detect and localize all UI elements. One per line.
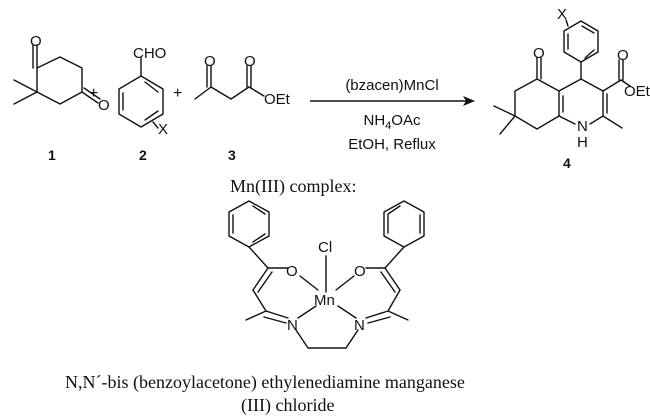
complex-name-line-2: (III) chloride: [241, 395, 334, 416]
compound-1-dimedone: O O: [13, 33, 110, 114]
complex-nitrogen-right: N: [354, 317, 365, 334]
plus-sign-2: +: [173, 85, 182, 102]
dimedone-oxygen-top: O: [30, 33, 42, 50]
acetoacetate-oet-label: OEt: [264, 91, 291, 108]
left-phenyl-ring: [228, 200, 270, 248]
reagent-label: NH4OAc: [364, 112, 421, 132]
acetoacetate-ketone-oxygen: O: [204, 53, 216, 70]
compound-4-product: O O OEt N H X: [493, 6, 650, 151]
catalyst-label: (bzacen)MnCl: [345, 77, 438, 94]
complex-heading: Mn(III) complex:: [230, 176, 356, 197]
acetoacetate-ester-carbonyl-oxygen: O: [244, 53, 256, 70]
product-ketone-oxygen: O: [533, 45, 545, 62]
dimedone-oxygen-right: O: [98, 97, 110, 114]
complex-oxygen-left: O: [286, 263, 298, 280]
complex-nitrogen-left: N: [287, 317, 298, 334]
benzaldehyde-x-label: X: [158, 121, 168, 138]
complex-name-line-1: N,N´-bis (benzoylacetone) ethylenediamin…: [65, 372, 465, 393]
complex-chloride-label: Cl: [318, 239, 332, 256]
right-phenyl-ring: [383, 200, 425, 248]
benzaldehyde-cho-label: CHO: [133, 45, 166, 62]
ethylene-bridge: [295, 329, 359, 349]
product-oet-label: OEt: [624, 83, 650, 100]
product-nitrogen-label: N: [577, 118, 588, 135]
mn-complex-structure: Cl O O Mn N N: [228, 200, 425, 349]
plus-sign-1: +: [89, 85, 98, 102]
complex-manganese-label: Mn: [314, 292, 335, 309]
product-x-label: X: [557, 6, 567, 23]
solvent-label: EtOH, Reflux: [348, 136, 436, 153]
product-ester-carbonyl-oxygen: O: [617, 47, 629, 64]
product-nh-hydrogen-label: H: [577, 134, 588, 151]
compound-number-4: 4: [563, 155, 571, 171]
reagent-tail: OAc: [391, 112, 421, 129]
compound-2-benzaldehyde: CHO X: [118, 45, 168, 138]
compound-number-1: 1: [48, 147, 56, 163]
compound-3-ethyl-acetoacetate: O O OEt: [194, 53, 291, 108]
reaction-arrow-head: [463, 96, 475, 106]
compound-number-3: 3: [228, 147, 236, 163]
compound-number-2: 2: [139, 147, 147, 163]
complex-oxygen-right: O: [354, 263, 366, 280]
reagent-main: NH: [364, 112, 386, 129]
reagent-subscript: 4: [385, 120, 391, 132]
reaction-arrow-group: (bzacen)MnCl NH4OAc EtOH, Reflux: [310, 77, 475, 153]
